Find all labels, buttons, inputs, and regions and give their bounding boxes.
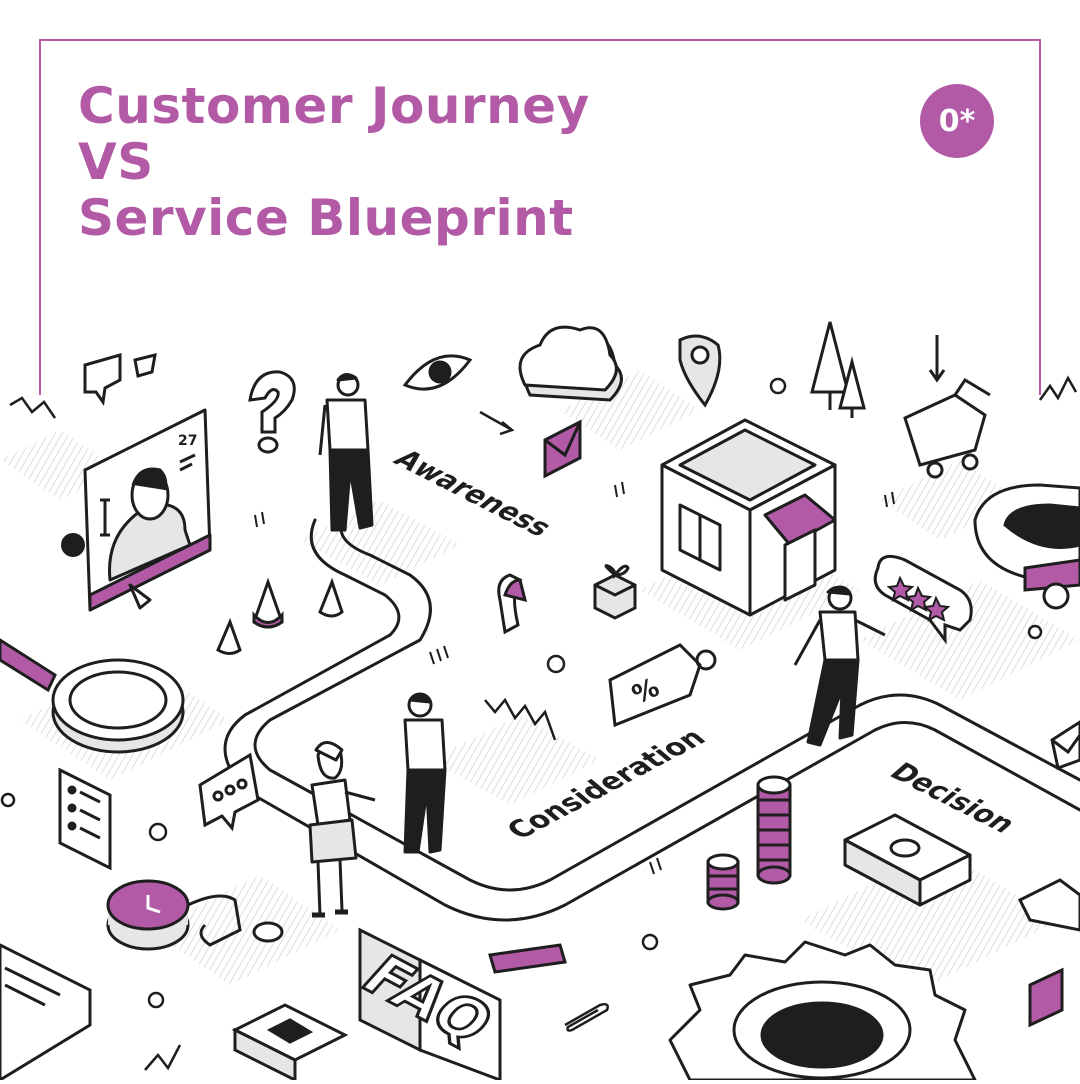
paperclip-icon bbox=[564, 1002, 609, 1032]
banknote-icon bbox=[843, 813, 972, 907]
tablet-device bbox=[0, 943, 92, 1082]
envelope-icon bbox=[543, 419, 582, 479]
decorative-dot bbox=[769, 377, 787, 395]
decorative-dot bbox=[0, 792, 16, 808]
title-line-2: VS bbox=[78, 133, 154, 191]
person-walking-top bbox=[318, 373, 374, 532]
brand-badge: 0* bbox=[920, 84, 994, 158]
store-building bbox=[660, 418, 837, 617]
coin-stack bbox=[756, 775, 792, 885]
folder-shape bbox=[1017, 878, 1080, 1028]
arrow-icon bbox=[479, 410, 515, 436]
typing-bubble-icon bbox=[198, 752, 260, 832]
title-frame bbox=[39, 39, 1041, 395]
discount-tag-icon bbox=[608, 643, 717, 728]
person-standing-middle bbox=[403, 692, 447, 854]
path-tick-marks bbox=[254, 481, 895, 875]
decorative-dot bbox=[1042, 582, 1070, 610]
page-title: Customer Journey VS Service Blueprint bbox=[78, 78, 590, 246]
gift-box-icon bbox=[593, 564, 637, 620]
decorative-dot bbox=[148, 822, 168, 842]
profile-card bbox=[83, 408, 212, 612]
decorative-dot bbox=[641, 933, 659, 951]
cloud-icon bbox=[518, 325, 623, 402]
decorative-dot bbox=[1027, 624, 1043, 640]
envelope-icon-right bbox=[1050, 720, 1080, 770]
donut-chart-ring bbox=[973, 483, 1080, 592]
decorative-dot bbox=[61, 533, 85, 557]
title-line-3: Service Blueprint bbox=[78, 189, 574, 247]
eye-icon bbox=[402, 354, 473, 391]
cone-shapes bbox=[216, 577, 344, 655]
rating-bubble bbox=[873, 554, 973, 645]
curved-arrow-segment bbox=[497, 573, 528, 635]
clock-icon bbox=[106, 879, 284, 951]
question-mark-icon bbox=[248, 370, 296, 454]
zigzag-lines bbox=[144, 1044, 182, 1071]
magnifier-icon bbox=[0, 638, 185, 754]
person-woman bbox=[308, 741, 376, 918]
gear-icon bbox=[668, 940, 977, 1082]
zigzag-lines bbox=[9, 375, 1078, 741]
shopping-cart-icon bbox=[903, 335, 991, 479]
location-pin-icon bbox=[678, 334, 722, 408]
chat-bubble-icon bbox=[83, 352, 157, 406]
tree-icon bbox=[810, 321, 866, 418]
checklist-icon bbox=[58, 767, 112, 871]
person-walking-right bbox=[793, 585, 886, 747]
brand-badge-label: 0* bbox=[938, 103, 976, 139]
decorative-dot bbox=[147, 991, 165, 1009]
coin-stack-small bbox=[706, 853, 740, 911]
capsule-shape bbox=[488, 943, 567, 974]
chip-icon bbox=[231, 1003, 349, 1083]
title-line-1: Customer Journey bbox=[78, 77, 590, 135]
calendar-day-number: 27 bbox=[178, 433, 197, 449]
decorative-dot bbox=[546, 654, 566, 674]
